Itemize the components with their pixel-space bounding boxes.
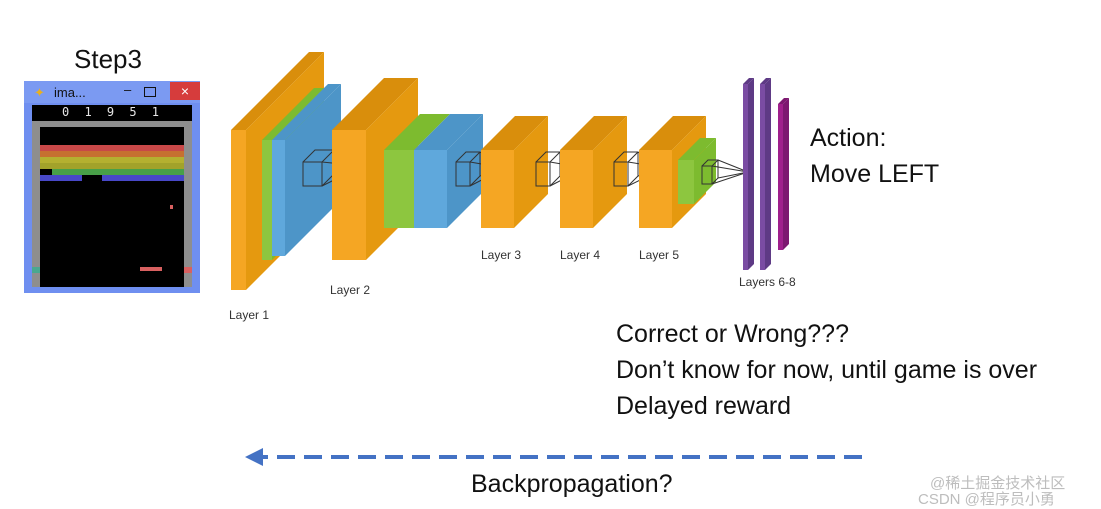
layer-5-block	[639, 116, 749, 228]
brick-row	[40, 157, 184, 163]
action-value: Move LEFT	[810, 160, 940, 188]
left-wall	[32, 121, 40, 287]
game-window-title: ima...	[54, 85, 86, 100]
brick-row	[40, 169, 184, 175]
joystick-icon: ✦	[34, 85, 45, 100]
layer-2-block	[332, 78, 506, 260]
brick-row	[40, 163, 184, 169]
layer-3-block	[481, 116, 586, 228]
game-screen: 0 1 9 5 1	[32, 105, 192, 287]
brick-gap-1	[40, 169, 52, 175]
brick-row	[40, 175, 184, 181]
action-label: Action:	[810, 124, 887, 152]
game-score: 0 1 9 5 1	[62, 105, 164, 119]
backpropagation-arrow	[245, 448, 862, 466]
game-titlebar: ✦ ima... – ×	[24, 81, 200, 103]
layer-2-label: Layer 2	[330, 283, 371, 297]
step-title: Step3	[74, 44, 142, 74]
question-line-3: Delayed reward	[616, 392, 792, 420]
right-wall-marker	[184, 267, 192, 273]
minimize-icon[interactable]: –	[124, 82, 132, 97]
layers-6-8-label: Layers 6-8	[739, 275, 796, 289]
layer-4-block	[560, 116, 666, 228]
right-wall	[184, 121, 192, 287]
ball	[170, 205, 173, 209]
question-text: Correct or Wrong??? Don’t know for now, …	[616, 316, 1037, 424]
question-line-1: Correct or Wrong???	[616, 320, 849, 348]
close-icon[interactable]: ×	[170, 82, 200, 100]
game-window: ✦ ima... – × 0 1 9 5 1	[24, 81, 200, 293]
brick-row	[40, 151, 184, 157]
top-wall	[32, 121, 192, 127]
layer-1-block	[231, 52, 363, 290]
layer-4-label: Layer 4	[560, 248, 601, 262]
layer-1-label: Layer 1	[229, 308, 270, 322]
watermark-line-2: CSDN @程序员小勇	[918, 491, 1055, 508]
question-line-2: Don’t know for now, until game is over	[616, 356, 1038, 384]
layer-3-label: Layer 3	[481, 248, 522, 262]
maximize-icon[interactable]	[144, 87, 156, 97]
brick-gap-2	[82, 175, 102, 181]
left-wall-marker	[32, 267, 40, 273]
backpropagation-label: Backpropagation?	[471, 470, 673, 498]
action-text: Action: Move LEFT	[810, 120, 939, 192]
layers-6-8-block	[743, 78, 789, 270]
layer-5-label: Layer 5	[639, 248, 680, 262]
watermark-line-1: @稀土掘金技术社区	[930, 475, 1066, 492]
brick-row	[40, 145, 184, 151]
paddle	[140, 267, 162, 271]
